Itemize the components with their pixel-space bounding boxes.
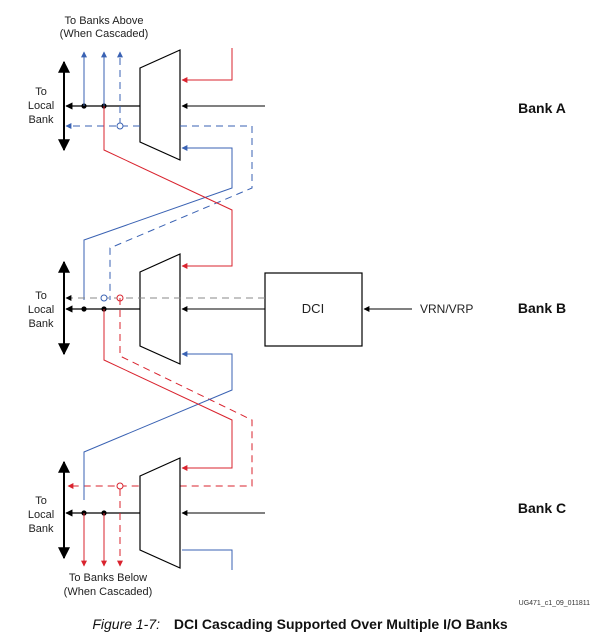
junction-b1 [81, 306, 87, 312]
to-local-bank-c-label-3: Bank [28, 523, 54, 535]
dashed-path-a [109, 125, 253, 300]
mux-a [139, 49, 181, 161]
dci-label: DCI [302, 301, 324, 316]
red-dashed-b [67, 298, 253, 489]
to-local-bank-a-label-3: Bank [28, 114, 54, 126]
to-banks-below-sub-label: (When Cascaded) [64, 586, 153, 598]
to-local-bank-c-label: To [35, 495, 47, 507]
red-link-b-c [103, 309, 233, 471]
to-local-bank-a-label: To [35, 86, 47, 98]
mux-b [139, 253, 181, 365]
mux-c [139, 457, 181, 569]
vrn-vrp-label: VRN/VRP [420, 302, 473, 316]
blue-out-c [182, 549, 233, 570]
bank-c-label: Bank C [518, 500, 566, 516]
open-junction-b1 [100, 294, 108, 302]
to-local-bank-c-label-2: Local [28, 509, 54, 521]
to-banks-above-label: To Banks Above [65, 15, 144, 27]
figure-title: DCI Cascading Supported Over Multiple I/… [173, 616, 508, 632]
to-local-bank-b-label-2: Local [28, 304, 54, 316]
open-junction-c [116, 482, 124, 490]
figure-caption: Figure 1-7: DCI Cascading Supported Over… [0, 616, 600, 632]
bank-a-label: Bank A [518, 100, 566, 116]
figure-number: Figure 1-7: [92, 616, 161, 632]
bank-c-group: To Local Bank [28, 457, 265, 570]
blue-in-a [83, 145, 233, 300]
to-local-bank-b-label: To [35, 290, 47, 302]
to-banks-above-sub-label: (When Cascaded) [60, 28, 149, 40]
to-banks-below-label: To Banks Below [69, 572, 147, 584]
red-link-a-b [103, 106, 233, 269]
bank-a-group: To Local Bank [28, 48, 265, 300]
to-local-bank-a-label-2: Local [28, 100, 54, 112]
bank-b-label: Bank B [518, 300, 566, 316]
open-junction-a [116, 122, 124, 130]
to-local-bank-b-label-3: Bank [28, 318, 54, 330]
dci-block [264, 272, 363, 347]
blue-in-b [83, 351, 233, 500]
bank-b-group: To Local Bank DCI VRN/VRP [28, 253, 473, 500]
red-in-a [181, 48, 233, 83]
drawing-code: UG471_c1_09_011811 [519, 600, 590, 607]
